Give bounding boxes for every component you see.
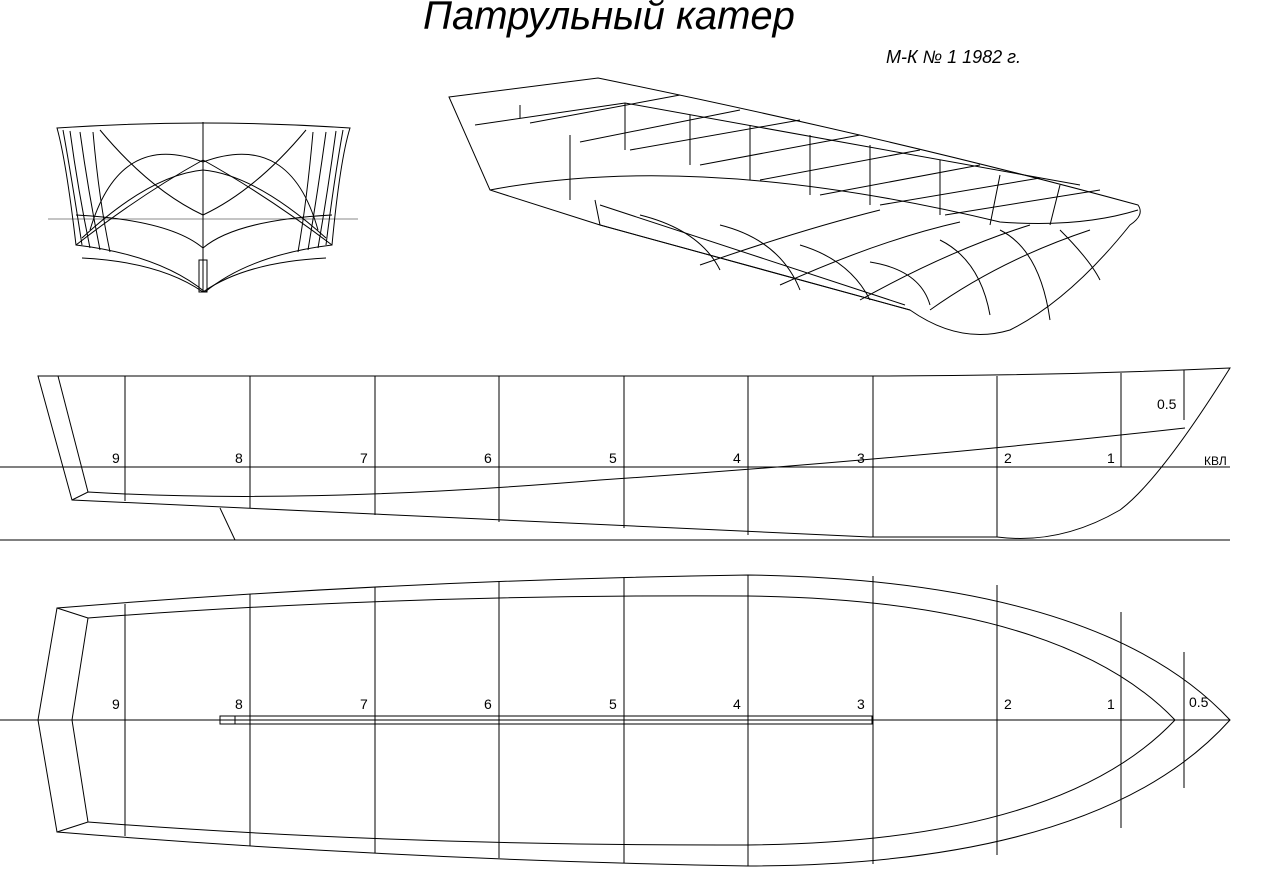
profile-station-4: 4 — [733, 450, 741, 466]
plan-station-1: 1 — [1107, 696, 1115, 712]
perspective-view — [448, 77, 1141, 335]
plan-station-8: 8 — [235, 696, 243, 712]
profile-station-7: 7 — [360, 450, 368, 466]
profile-station-5: 5 — [609, 450, 617, 466]
profile-station-9: 9 — [112, 450, 120, 466]
plan-station-3: 3 — [857, 696, 865, 712]
plan-station-7: 7 — [360, 696, 368, 712]
plan-station-4: 4 — [733, 696, 741, 712]
profile-view: 9 8 7 6 5 4 3 2 1 0.5 КВЛ — [0, 367, 1231, 541]
profile-station-0.5: 0.5 — [1157, 396, 1177, 412]
profile-station-3: 3 — [857, 450, 865, 466]
plan-station-2: 2 — [1004, 696, 1012, 712]
plan-view: 9 8 7 6 5 4 3 2 1 0.5 — [0, 574, 1231, 867]
profile-station-2: 2 — [1004, 450, 1012, 466]
profile-station-6: 6 — [484, 450, 492, 466]
plan-station-5: 5 — [609, 696, 617, 712]
profile-station-8: 8 — [235, 450, 243, 466]
body-plan-view — [48, 122, 358, 293]
plan-station-0.5: 0.5 — [1189, 694, 1209, 710]
plan-station-9: 9 — [112, 696, 120, 712]
profile-station-1: 1 — [1107, 450, 1115, 466]
plan-station-6: 6 — [484, 696, 492, 712]
source-reference: М-К № 1 1982 г. — [886, 47, 1022, 67]
waterline-label: КВЛ — [1204, 454, 1227, 468]
drawing-title: Патрульный катер — [423, 0, 795, 38]
